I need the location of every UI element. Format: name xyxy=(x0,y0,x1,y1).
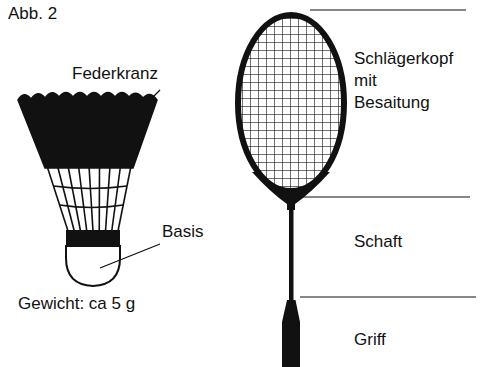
label-holder: Abb. 2 xyxy=(8,4,57,24)
label-holder: Gewicht: ca 5 g xyxy=(18,294,135,314)
racket xyxy=(238,15,344,367)
feather-binding xyxy=(53,186,127,189)
weight-note: Gewicht: ca 5 g xyxy=(18,294,135,314)
feather-stem xyxy=(89,166,93,231)
feather-stem xyxy=(68,166,81,231)
part-label: Griff xyxy=(354,330,386,350)
label-holder: Basis xyxy=(162,222,204,242)
figure-number: Abb. 2 xyxy=(8,4,57,24)
part-label: Schlägerkopf mit Besaitung xyxy=(354,48,453,114)
leader-lines xyxy=(100,90,160,268)
feather-stem xyxy=(106,166,111,231)
part-label: Basis xyxy=(162,222,204,242)
feather-stem xyxy=(118,166,131,231)
label-holder: Schaft xyxy=(354,232,402,252)
feather-binding xyxy=(60,205,124,208)
feather-stem xyxy=(98,166,100,231)
feather-stem xyxy=(58,166,75,231)
label-holder: Griff xyxy=(354,330,386,350)
shuttlecock xyxy=(18,93,157,287)
part-label: Schaft xyxy=(354,232,402,252)
label-holder: Federkranz xyxy=(72,64,158,84)
feather-stem xyxy=(79,166,87,231)
label-holder: Schlägerkopf mit Besaitung xyxy=(354,48,453,114)
feather-stem xyxy=(47,166,68,231)
part-label: Federkranz xyxy=(72,64,158,84)
